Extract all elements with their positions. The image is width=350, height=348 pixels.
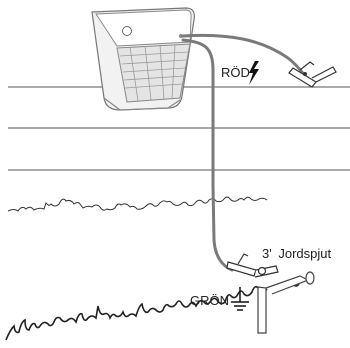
green-ground-wire: [181, 38, 234, 272]
solar-panel-cells: [119, 44, 189, 102]
ground-rod-name: Jordspjut: [278, 246, 331, 261]
charger-top-face: [95, 9, 192, 47]
green-ground-clamp: [226, 253, 279, 278]
charger-stand: [103, 97, 181, 111]
ground-rod: [257, 271, 315, 334]
grass-line-back: [7, 196, 268, 212]
lightning-bolt-icon: [249, 61, 259, 85]
green-terminal-label: GRÖN: [190, 293, 229, 308]
charger-knob: [122, 26, 132, 36]
solar-fence-charger: [91, 7, 195, 111]
red-terminal-label: RÖD: [221, 65, 250, 80]
red-alligator-clip: [288, 61, 337, 88]
grass-line-front: [5, 281, 300, 341]
red-hot-wire: [181, 33, 307, 78]
ground-rod-length: 3': [262, 246, 272, 261]
ground-symbol-icon: [231, 287, 249, 311]
ground-rod-label: 3' Jordspjut: [262, 246, 331, 261]
